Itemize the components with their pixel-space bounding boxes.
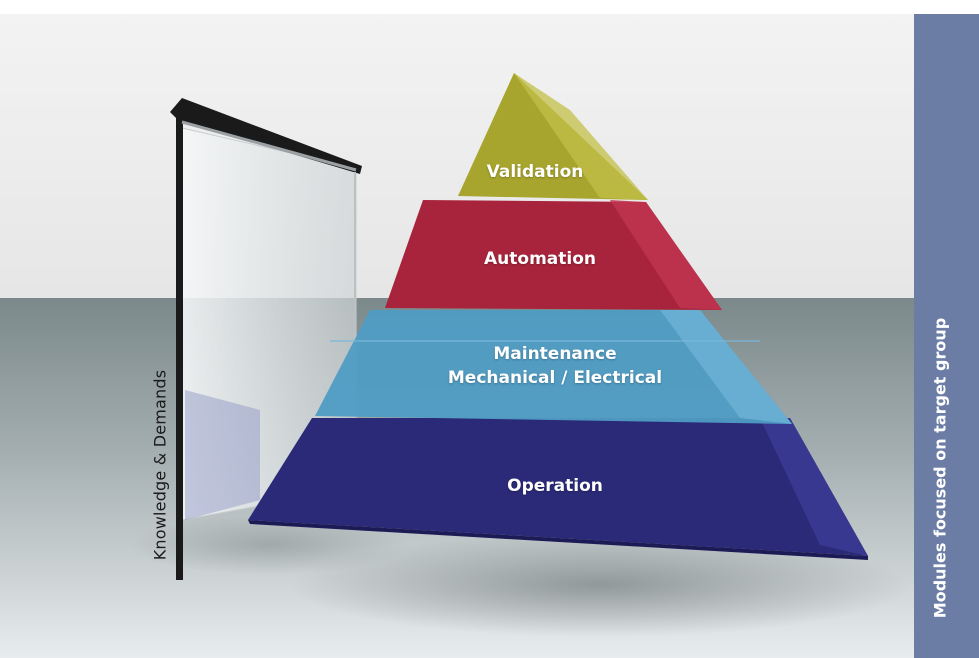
- level-label-maintenance-line1: Maintenance: [493, 344, 617, 364]
- arrow-rim: [181, 120, 357, 172]
- pyramid-shadow: [290, 533, 910, 637]
- panel-shadow: [130, 515, 410, 575]
- side-panel-label: Modules focused on target group: [930, 317, 950, 619]
- pyramid-level-operation-front: [248, 418, 868, 556]
- level-label-automation: Automation: [484, 249, 596, 269]
- pyramid-level-maintenance-front: [315, 310, 792, 424]
- arrow-head: [170, 98, 362, 174]
- knowledge-demands-label: Knowledge & Demands: [150, 369, 170, 561]
- glass-panel-reflection: [185, 390, 260, 520]
- level-label-validation: Validation: [486, 162, 584, 182]
- level-label-operation: Operation: [507, 476, 603, 496]
- level-label-maintenance-line2: Mechanical / Electrical: [447, 368, 663, 388]
- arrow-shaft: [176, 112, 183, 580]
- side-panel: [914, 14, 979, 658]
- level-label-maintenance: Maintenance Mechanical / Electrical: [445, 342, 665, 390]
